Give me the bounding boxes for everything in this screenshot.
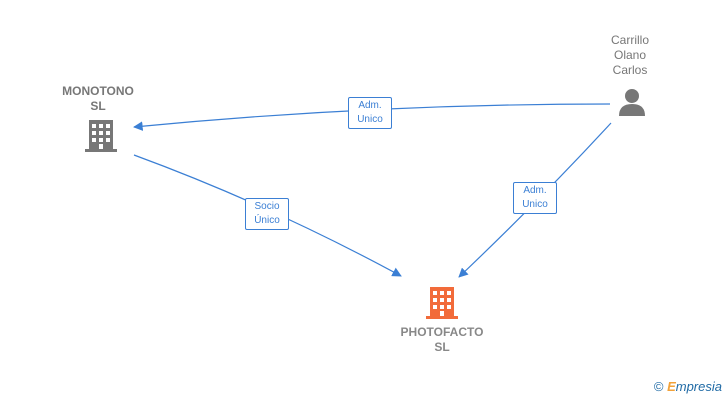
edge-label-line: Único [254,215,280,226]
edge-label-line: Unico [357,114,383,125]
building-icon[interactable] [426,287,458,319]
edge-label-adm-unico[interactable]: Adm. Unico [513,182,557,214]
edge-label-adm-unico[interactable]: Adm. Unico [348,97,392,129]
empresia-watermark: © Empresia [654,379,722,394]
building-icon[interactable] [85,120,117,152]
company-name-line: MONOTONO [62,84,134,98]
edge-label-line: Adm. [358,100,382,111]
company-name-line: SL [434,340,450,354]
brand-name: mpresia [675,379,722,394]
person-name-line: Carrillo [610,33,649,47]
person-icon[interactable] [619,89,645,116]
copyright-icon: © [653,379,664,394]
person-name-line: Olano [613,48,647,62]
person-name-line: Carlos [612,63,648,77]
node-label-monotono[interactable]: MONOTONO SL [48,84,148,114]
edge-label-line: Adm. [523,185,547,196]
company-name-line: SL [90,99,106,113]
company-name-line: PHOTOFACTO [400,325,484,339]
node-label-photofacto[interactable]: PHOTOFACTO SL [380,325,504,355]
node-label-person[interactable]: Carrillo Olano Carlos [590,33,670,78]
edge-label-line: Socio [254,201,280,212]
edge-label-line: Unico [522,199,548,210]
brand-initial: E [667,379,676,394]
edge-label-socio-unico[interactable]: Socio Único [245,198,289,230]
